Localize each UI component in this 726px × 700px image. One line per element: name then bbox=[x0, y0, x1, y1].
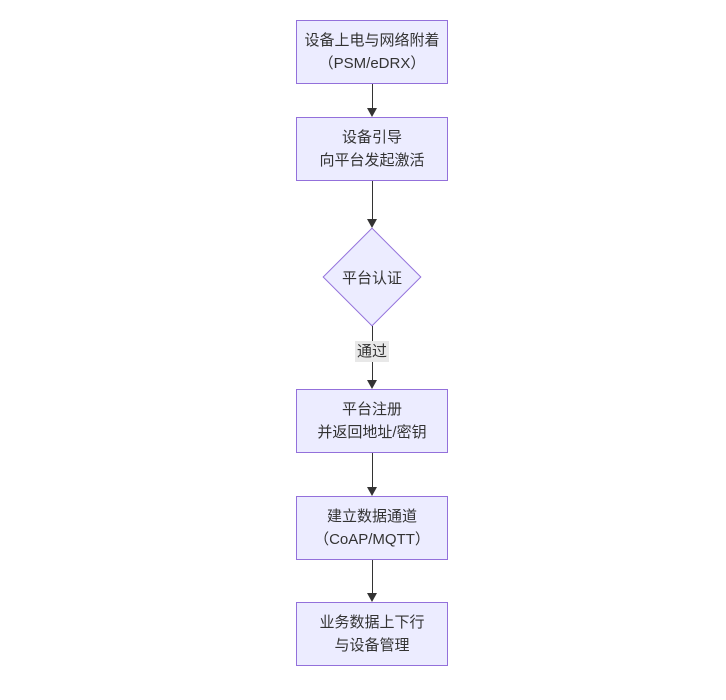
arrow-shaft bbox=[371, 181, 373, 220]
node-text-line: （PSM/eDRX） bbox=[318, 55, 426, 72]
node-text-line: 与设备管理 bbox=[334, 637, 410, 654]
node-text-line: 并返回地址/密钥 bbox=[317, 424, 427, 441]
node-text-line: 平台认证 bbox=[341, 269, 402, 287]
arrow-down-labeled: 通过 bbox=[292, 326, 452, 389]
node-text-line: 平台注册 bbox=[341, 401, 402, 418]
node-bootstrap-activate: 设备引导 向平台发起激活 bbox=[296, 117, 448, 181]
node-data-channel: 建立数据通道 （CoAP/MQTT） bbox=[296, 496, 448, 560]
node-business-data: 业务数据上下行 与设备管理 bbox=[296, 602, 448, 666]
arrowhead-icon bbox=[367, 219, 377, 228]
arrow-shaft bbox=[371, 453, 373, 488]
node-text-line: 设备上电与网络附着 bbox=[304, 32, 440, 49]
node-platform-auth: 平台认证 bbox=[322, 227, 422, 327]
arrow-shaft bbox=[371, 560, 373, 594]
arrowhead-icon bbox=[367, 108, 377, 117]
flow-column: 设备上电与网络附着 （PSM/eDRX） 设备引导 向平台发起激活 平台认证 通… bbox=[292, 20, 452, 666]
arrowhead-icon bbox=[367, 380, 377, 389]
arrow-down bbox=[292, 181, 452, 228]
arrow-down bbox=[292, 453, 452, 496]
node-text-line: 建立数据通道 bbox=[326, 508, 417, 525]
arrowhead-icon bbox=[367, 487, 377, 496]
arrow-down bbox=[292, 560, 452, 602]
node-power-on-attach: 设备上电与网络附着 （PSM/eDRX） bbox=[296, 20, 448, 84]
edge-label: 通过 bbox=[354, 341, 390, 362]
node-text-line: 向平台发起激活 bbox=[319, 152, 425, 169]
node-text-line: （CoAP/MQTT） bbox=[314, 531, 430, 548]
arrowhead-icon bbox=[367, 593, 377, 602]
arrow-shaft bbox=[371, 84, 373, 109]
arrow-down bbox=[292, 84, 452, 117]
node-text-line: 业务数据上下行 bbox=[319, 614, 425, 631]
node-platform-register: 平台注册 并返回地址/密钥 bbox=[296, 389, 448, 453]
node-text-line: 设备引导 bbox=[341, 129, 402, 146]
